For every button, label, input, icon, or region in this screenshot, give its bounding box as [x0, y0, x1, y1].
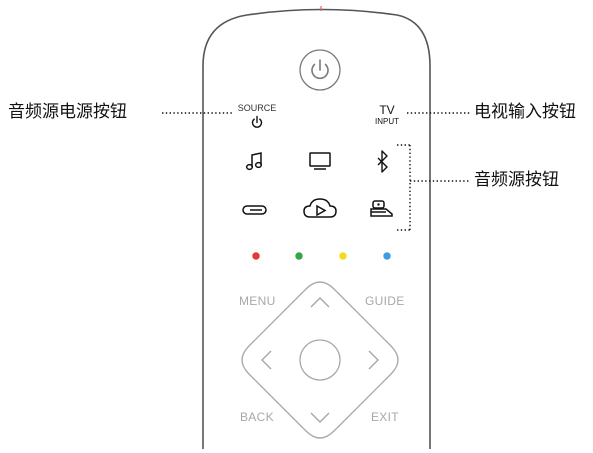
callout-leaders: [162, 113, 470, 230]
green-color-button[interactable]: [295, 252, 302, 259]
cloud-play-icon: [304, 199, 336, 217]
blue-color-button[interactable]: [383, 252, 390, 259]
exit-button[interactable]: EXIT: [371, 410, 399, 424]
source-label: SOURCE: [237, 103, 277, 113]
guide-button[interactable]: GUIDE: [365, 294, 405, 308]
streaming-button[interactable]: [304, 199, 336, 217]
down-arrow-icon[interactable]: [311, 413, 329, 422]
callout-tv-input: 电视输入按钮: [474, 102, 576, 122]
game-button[interactable]: [371, 201, 392, 216]
bluetooth-button[interactable]: [378, 151, 387, 172]
set-top-box-button[interactable]: [243, 206, 266, 214]
left-arrow-icon[interactable]: [262, 351, 271, 369]
up-arrow-icon[interactable]: [311, 298, 329, 307]
yellow-color-button[interactable]: [339, 252, 346, 259]
back-button[interactable]: BACK: [240, 410, 274, 424]
set-top-box-icon: [243, 206, 266, 214]
tv-label[interactable]: TV: [367, 103, 407, 117]
game-device-icon: [371, 201, 392, 216]
red-color-button[interactable]: [252, 252, 259, 259]
right-arrow-icon[interactable]: [369, 351, 378, 369]
bluetooth-icon: [378, 151, 387, 172]
tv-screen-icon: [310, 153, 330, 169]
source-power-icon: [252, 117, 261, 128]
tv-button[interactable]: [310, 153, 330, 169]
input-label: INPUT: [367, 117, 407, 126]
callout-audio-power: 音频源电源按钮: [8, 102, 127, 122]
menu-button[interactable]: MENU: [239, 294, 276, 308]
music-button[interactable]: [247, 153, 262, 169]
power-button[interactable]: [300, 50, 340, 90]
callout-audio-source: 音频源按钮: [474, 170, 559, 190]
ok-button[interactable]: [300, 340, 340, 380]
music-note-icon: [247, 153, 262, 169]
